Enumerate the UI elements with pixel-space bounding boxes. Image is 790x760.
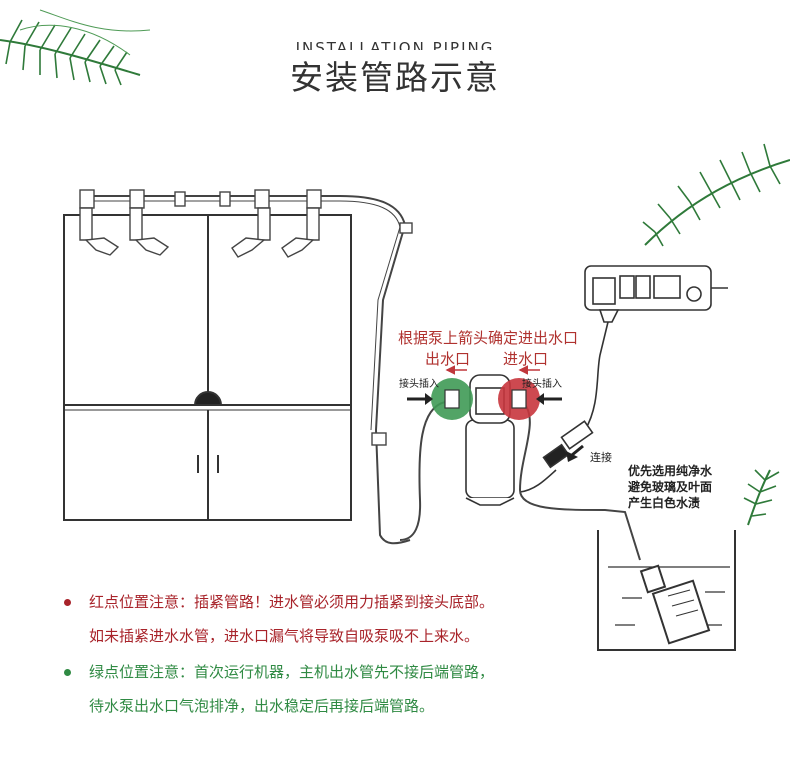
page-title: 安装管路示意 — [290, 58, 500, 97]
spray-pipe-assembly — [79, 189, 413, 545]
water-note-line-2: 避免玻璃及叶面 — [628, 479, 712, 494]
direction-note: 根据泵上箭头确定进出水口 — [398, 329, 578, 347]
plug-in-label-right: 接头插入 — [522, 377, 562, 390]
connect-label: 连接 — [590, 451, 612, 464]
power-cable — [519, 321, 609, 493]
pump-pipes — [399, 401, 641, 561]
direction-arrows — [407, 365, 584, 462]
water-container — [597, 530, 736, 651]
red-note-line-2: 如未插紧进水水管，进水口漏气将导致自吸泵吸不上来水。 — [89, 627, 480, 645]
plug-in-label-left: 接头插入 — [399, 377, 439, 390]
green-note-line-2: 待水泵出水口气泡排净，出水稳定后再接后端管路。 — [89, 697, 435, 715]
pine-branch-right — [642, 143, 790, 526]
green-dot-bullet — [64, 669, 71, 676]
title-english: INSTALLATION PIPING — [295, 39, 495, 50]
red-note-line-1: 红点位置注意：插紧管路！进水管必须用力插紧到接头底部。 — [89, 593, 495, 611]
red-dot-bullet — [64, 599, 71, 606]
green-note-line-1: 绿点位置注意：首次运行机器，主机出水管先不接后端管路， — [89, 663, 495, 681]
tank-cabinet — [63, 214, 352, 521]
inlet-label: 进水口 — [503, 350, 548, 368]
power-strip — [584, 265, 728, 323]
water-note-line-1: 优先选用纯净水 — [628, 463, 713, 478]
water-note-line-3: 产生白色水渍 — [628, 495, 700, 510]
outlet-label: 出水口 — [425, 350, 470, 368]
pine-branch-top-left — [0, 9, 151, 86]
